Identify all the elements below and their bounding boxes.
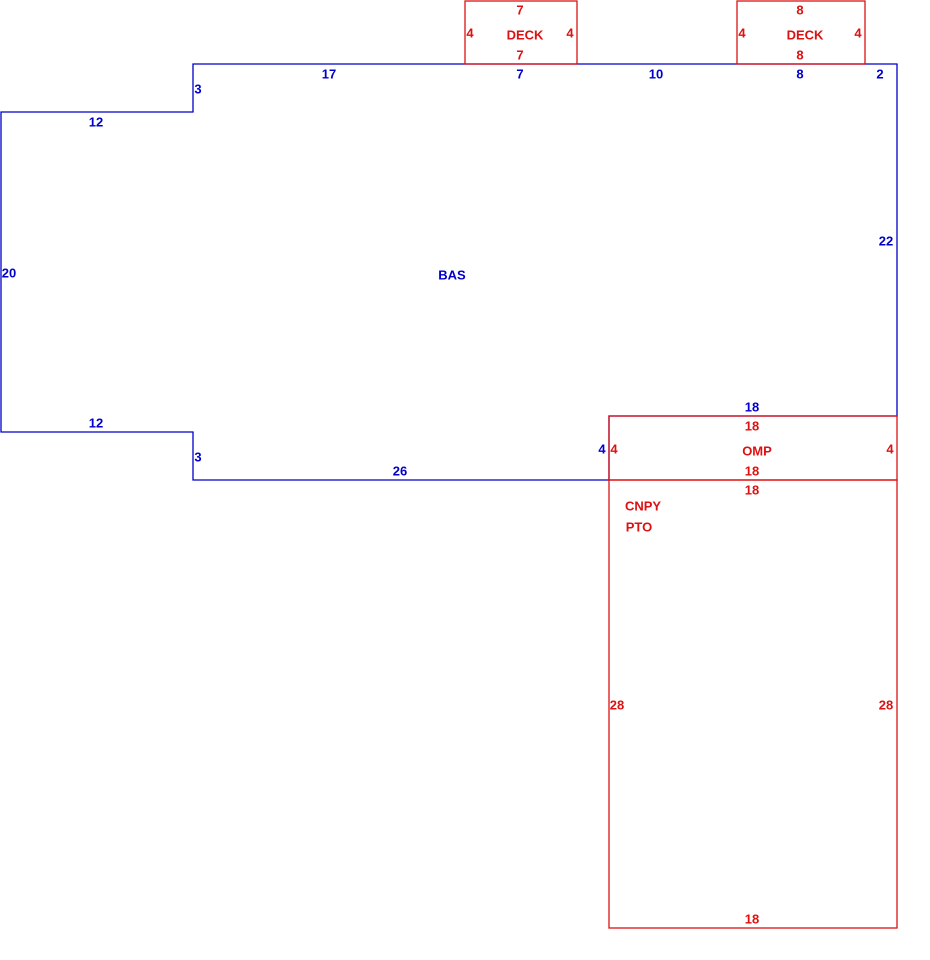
deck2-dim-top: 8 <box>796 2 803 17</box>
base-dim-top-right: 10 <box>649 66 663 81</box>
base-dim-right: 22 <box>879 233 893 248</box>
deck1-label: DECK <box>507 27 544 42</box>
base-dim-wing-top: 12 <box>89 114 103 129</box>
deck1-outline <box>464 0 578 65</box>
base-dim-wing-bottom: 12 <box>89 415 103 430</box>
canopy-dim-right: 28 <box>879 697 893 712</box>
omp-dim-left: 4 <box>610 441 618 456</box>
base-dim-step-bottom: 3 <box>194 449 201 464</box>
omp-label: OMP <box>742 443 772 458</box>
base-dim-left: 20 <box>2 265 16 280</box>
omp-dim-right: 4 <box>886 441 894 456</box>
base-dim-omp-left: 4 <box>598 441 606 456</box>
deck1-dim-bottom: 7 <box>516 47 523 62</box>
base-dim-step-top: 3 <box>194 81 201 96</box>
deck1-dim-left: 4 <box>466 25 474 40</box>
base-dim-top-deck2: 8 <box>796 66 803 81</box>
canopy-dim-top: 18 <box>745 482 759 497</box>
canopy-outline <box>608 479 898 929</box>
omp-dim-top: 18 <box>745 418 759 433</box>
base-dim-top-far-right: 2 <box>876 66 883 81</box>
base-dim-bottom: 26 <box>393 463 407 478</box>
base-outline <box>0 63 898 481</box>
omp-dim-bottom: 18 <box>745 463 759 478</box>
deck2-dim-bottom: 8 <box>796 47 803 62</box>
deck1-dim-top: 7 <box>516 2 523 17</box>
deck2-dim-right: 4 <box>854 25 862 40</box>
canopy-dim-left: 28 <box>610 697 624 712</box>
canopy-label-pto: PTO <box>626 519 653 534</box>
deck2-label: DECK <box>787 27 824 42</box>
deck2-dim-left: 4 <box>738 25 746 40</box>
base-dim-top-mid: 7 <box>516 66 523 81</box>
canopy-dim-bottom: 18 <box>745 911 759 926</box>
deck1-dim-right: 4 <box>566 25 574 40</box>
deck2-outline <box>736 0 866 65</box>
base-label: BAS <box>438 267 466 282</box>
canopy-label-cnpy: CNPY <box>625 498 661 513</box>
base-dim-top-left: 17 <box>322 66 336 81</box>
base-dim-omp-top: 18 <box>745 399 759 414</box>
